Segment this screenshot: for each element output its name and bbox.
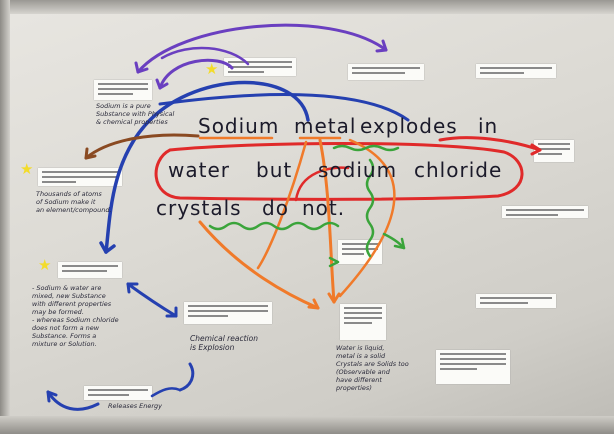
background-top-edge <box>0 0 614 14</box>
note-top-right <box>476 64 556 78</box>
star-lower-left: ★ <box>38 256 52 274</box>
note-pure-substance: Sodium is a pure Substance with Physical… <box>96 102 175 126</box>
word-crystals: crystals <box>156 196 242 220</box>
note-left-mid <box>38 168 122 186</box>
word-water: water <box>168 158 230 182</box>
note-bottom-left <box>84 386 152 400</box>
background-left-edge <box>0 0 10 434</box>
note-top-center <box>224 58 296 76</box>
star-top: ★ <box>205 60 219 78</box>
note-right-mid <box>502 206 588 218</box>
note-mixing: - Sodium & water are mixed, new Substanc… <box>32 284 119 348</box>
note-states <box>340 304 386 340</box>
note-top-mid <box>348 64 424 80</box>
note-center-bottom <box>184 302 272 324</box>
word-metal: metal <box>294 114 357 138</box>
note-releases-energy: Releases Energy <box>108 402 163 410</box>
note-right-top <box>534 140 574 162</box>
background-bottom-edge <box>0 416 614 434</box>
note-top-left <box>94 80 152 100</box>
word-explodes: explodes <box>360 114 458 138</box>
word-sodium: Sodium <box>198 114 280 138</box>
note-thousands-of-atoms: Thousands of atoms of Sodium make it an … <box>36 190 112 214</box>
star-left: ★ <box>20 160 34 178</box>
word-sodium-2: sodium <box>318 158 398 182</box>
note-bottom-right <box>436 350 510 384</box>
note-states-of-matter: Water is liquid, metal is a solid Crysta… <box>336 344 409 392</box>
word-in: in <box>478 114 499 138</box>
word-do: do <box>262 196 289 220</box>
note-right-lower <box>476 294 556 308</box>
word-but: but <box>256 158 293 182</box>
note-chemical-reaction: Chemical reaction is Explosion <box>190 334 258 352</box>
word-chloride: chloride <box>414 158 503 182</box>
note-left-lower <box>58 262 122 278</box>
word-not: not. <box>302 196 346 220</box>
